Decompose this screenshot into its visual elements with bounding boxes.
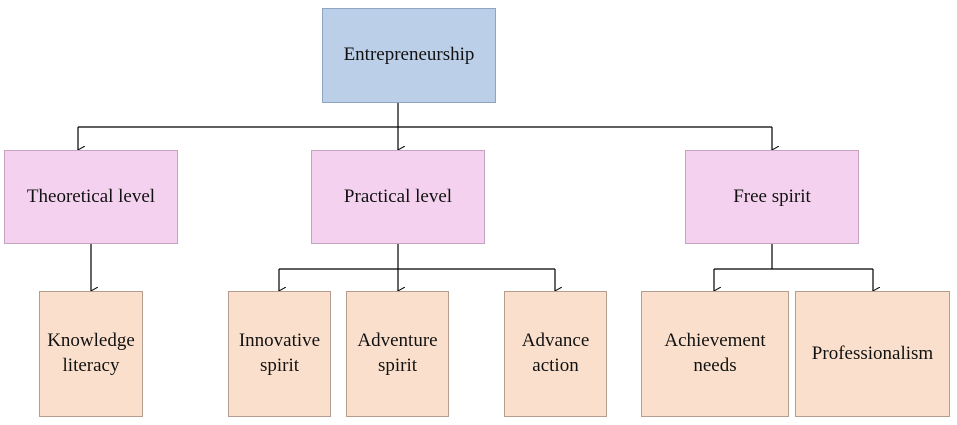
node-free-spirit-label: Free spirit [733,185,811,207]
node-innovative-spirit-label: Innovative spirit [238,330,321,376]
node-adventure-spirit-label: Adventure spirit [357,330,438,376]
node-professionalism-label: Professionalism [811,342,934,364]
node-theoretical-level-label: Theoretical level [26,185,156,207]
node-theoretical-level: Theoretical level [4,150,178,244]
node-knowledge-literacy-label: Knowledge literacy [47,330,135,376]
node-achievement-needs: Achievement needs [641,291,789,417]
node-entrepreneurship: Entrepreneurship [322,8,496,103]
node-advance-action: Advance action [504,291,607,417]
node-adventure-spirit: Adventure spirit [346,291,449,417]
node-practical-level: Practical level [311,150,485,244]
node-free-spirit: Free spirit [685,150,859,244]
node-professionalism: Professionalism [795,291,950,417]
node-advance-action-label: Advance action [521,330,590,376]
node-achievement-needs-label: Achievement needs [664,330,766,376]
node-innovative-spirit: Innovative spirit [228,291,331,417]
node-knowledge-literacy: Knowledge literacy [39,291,143,417]
node-practical-level-label: Practical level [343,185,453,207]
node-entrepreneurship-label: Entrepreneurship [343,44,475,66]
